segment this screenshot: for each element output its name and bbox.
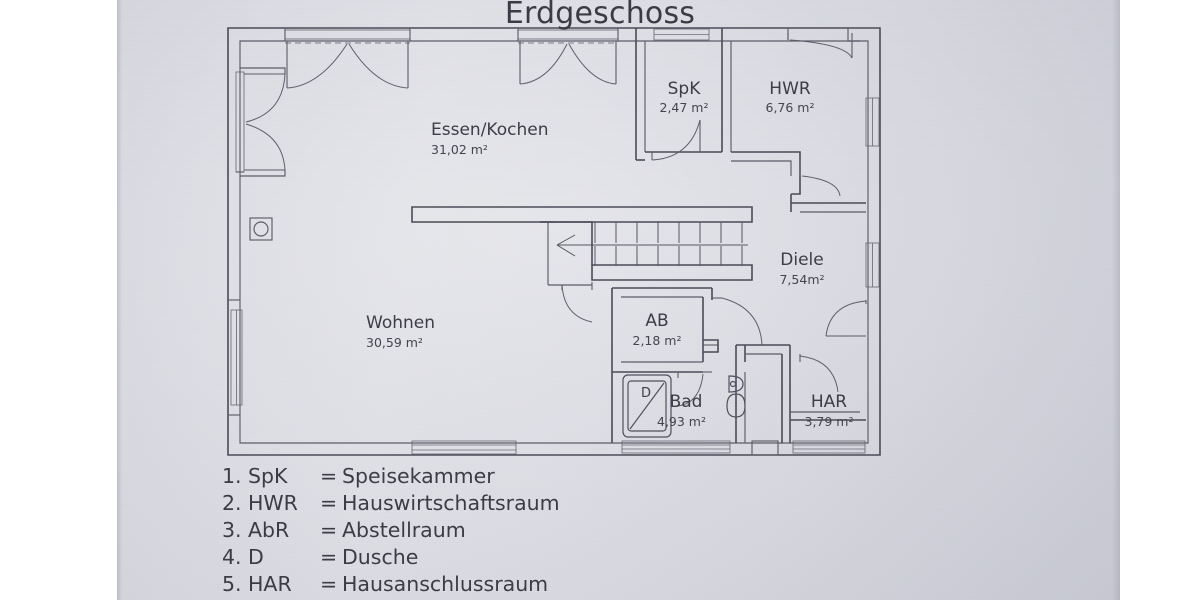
legend-abbr: HWR	[248, 491, 298, 515]
legend-equals: =	[320, 518, 338, 542]
room-name-hwr: HWR	[769, 79, 811, 99]
room-area-spk: 2,47 m²	[660, 100, 709, 115]
legend-number: 2.	[222, 491, 242, 515]
legend-equals: =	[320, 464, 338, 488]
legend-full: Dusche	[342, 545, 419, 569]
room-area-diele: 7,54m²	[779, 272, 824, 287]
room-area-ab: 2,18 m²	[633, 333, 682, 348]
legend-abbr: AbR	[248, 518, 290, 542]
room-name-bad: Bad	[670, 392, 703, 412]
room-area-hwr: 6,76 m²	[766, 100, 815, 115]
legend-row: 2. HWR = Hauswirtschaftsraum	[222, 490, 560, 517]
legend-row: 5. HAR = Hausanschlussraum	[222, 571, 560, 598]
room-area-har: 3,79 m²	[805, 414, 854, 429]
legend-abbr: SpK	[248, 464, 288, 488]
shower-label: D	[641, 386, 651, 401]
room-name-spk: SpK	[668, 79, 702, 99]
legend-full: Hausanschlussraum	[342, 572, 549, 596]
legend-abbr: HAR	[248, 572, 292, 596]
legend-full: Abstellraum	[342, 518, 466, 542]
room-area-bad: 4,93 m²	[657, 414, 706, 429]
room-area-wohnen: 30,59 m²	[366, 335, 423, 350]
legend-number: 1.	[222, 464, 242, 488]
room-name-essen-kochen: Essen/Kochen	[431, 120, 548, 140]
room-name-diele: Diele	[780, 250, 823, 270]
page-title: Erdgeschoss	[504, 0, 696, 31]
legend: 1. SpK = Speisekammer 2. HWR = Hauswirts…	[222, 463, 560, 598]
legend-equals: =	[320, 572, 338, 596]
room-area-essen-kochen: 31,02 m²	[431, 142, 488, 157]
legend-number: 4.	[222, 545, 242, 569]
legend-full: Hauswirtschaftsraum	[342, 491, 560, 515]
legend-full: Speisekammer	[342, 464, 495, 488]
legend-number: 5.	[222, 572, 242, 596]
legend-row: 4. D = Dusche	[222, 544, 560, 571]
legend-abbr: D	[248, 545, 264, 569]
legend-equals: =	[320, 491, 338, 515]
room-name-har: HAR	[811, 392, 847, 412]
room-name-ab: AB	[645, 311, 668, 331]
legend-equals: =	[320, 545, 338, 569]
room-name-wohnen: Wohnen	[366, 313, 435, 333]
legend-number: 3.	[222, 518, 242, 542]
legend-row: 3. AbR = Abstellraum	[222, 517, 560, 544]
legend-row: 1. SpK = Speisekammer	[222, 463, 560, 490]
room-labels: Essen/Kochen 31,02 m² Wohnen 30,59 m² Sp…	[366, 79, 854, 429]
